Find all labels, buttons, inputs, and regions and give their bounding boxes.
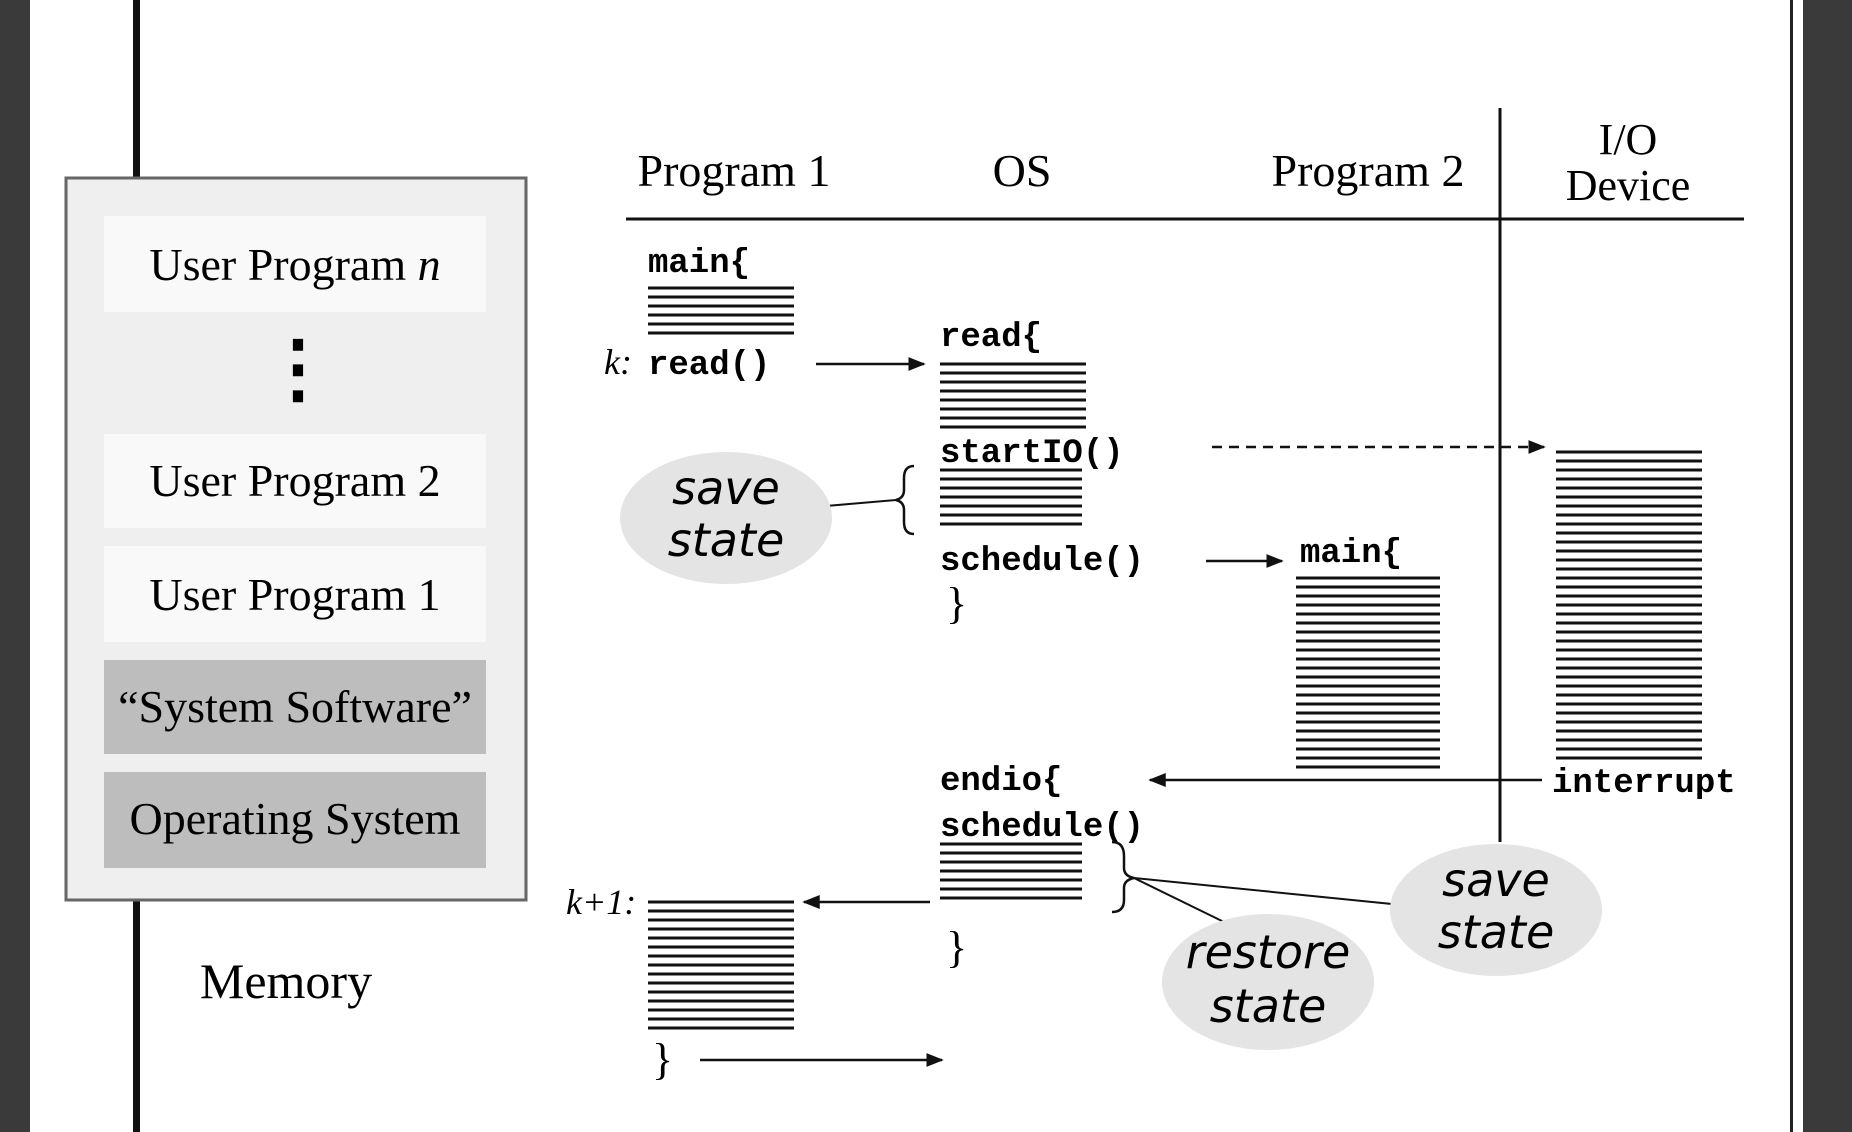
svg-text:save: save (672, 461, 780, 515)
os-schedule-call-2: schedule() (940, 809, 1144, 847)
connector-save-state-1 (825, 499, 897, 507)
os-startio-call: startIO() (940, 435, 1124, 473)
column-header-program1: Program 1 (638, 145, 831, 196)
p2-code-lines (1296, 576, 1440, 769)
page-edge-right (1790, 0, 1803, 1132)
io-device-activity-lines (1556, 450, 1702, 760)
memory-segment-system-software (104, 660, 486, 754)
memory-segment-label: Operating System (130, 793, 461, 844)
svg-text:state: state (1438, 905, 1555, 959)
column-header-io-line1: I/O (1599, 115, 1658, 164)
svg-text:restore: restore (1186, 925, 1351, 979)
memory-segment-user-1 (104, 546, 486, 642)
p1-k1-label: k+1: (566, 882, 636, 922)
bubble-save-state-1: save state (620, 452, 832, 584)
memory-segment-user-2 (104, 434, 486, 528)
memory-caption: Memory (200, 953, 372, 1009)
svg-text:state: state (668, 513, 785, 567)
brace-state-2 (1111, 840, 1135, 914)
os-code-lines-read (940, 362, 1086, 429)
memory-segment-label: User Program 1 (149, 569, 440, 620)
io-interrupt-label: interrupt (1552, 765, 1736, 803)
memory-ellipsis: ⋮ (260, 327, 336, 411)
p1-close-brace: } (652, 1035, 673, 1084)
column-header-os: OS (993, 145, 1052, 196)
column-header-io-line2: Device (1566, 161, 1691, 210)
connector-restore-state (1133, 877, 1225, 923)
column-header-program2: Program 2 (1272, 145, 1465, 196)
os-close-brace-1: } (946, 579, 967, 628)
p1-main-label: main{ (648, 245, 750, 283)
os-code-lines-save (940, 468, 1082, 526)
p1-code-lines-bottom (648, 900, 794, 1030)
column-headers: Program 1 OS Program 2 I/O Device (626, 108, 1744, 842)
bubble-save-state-2: save state (1390, 844, 1602, 976)
memory-segment-operating-system (104, 772, 486, 868)
os-endio-label: endio{ (940, 763, 1062, 801)
memory-segment-label: User Program n (149, 239, 440, 290)
memory-segment-label: “System Software” (118, 681, 472, 732)
svg-text:save: save (1442, 853, 1550, 907)
p1-k-label: k: (604, 342, 632, 382)
os-schedule-call-1: schedule() (940, 543, 1144, 581)
brace-save-state-1 (895, 464, 915, 536)
memory-diagram: User Program n ⋮ User Program 2 User Pro… (64, 176, 528, 1009)
memory-segment-user-n (104, 216, 486, 312)
bubble-restore-state: restore state (1162, 914, 1374, 1050)
p1-read-call: read() (648, 347, 770, 385)
svg-text:state: state (1210, 979, 1327, 1033)
connector-save-state-2 (1133, 877, 1393, 905)
os-code-lines-restore (940, 842, 1082, 900)
p1-code-lines-top (648, 286, 794, 335)
p2-main-label: main{ (1300, 535, 1402, 573)
os-read-label: read{ (940, 319, 1042, 357)
os-close-brace-2: } (946, 923, 967, 972)
memory-segment-label: User Program 2 (149, 455, 440, 506)
